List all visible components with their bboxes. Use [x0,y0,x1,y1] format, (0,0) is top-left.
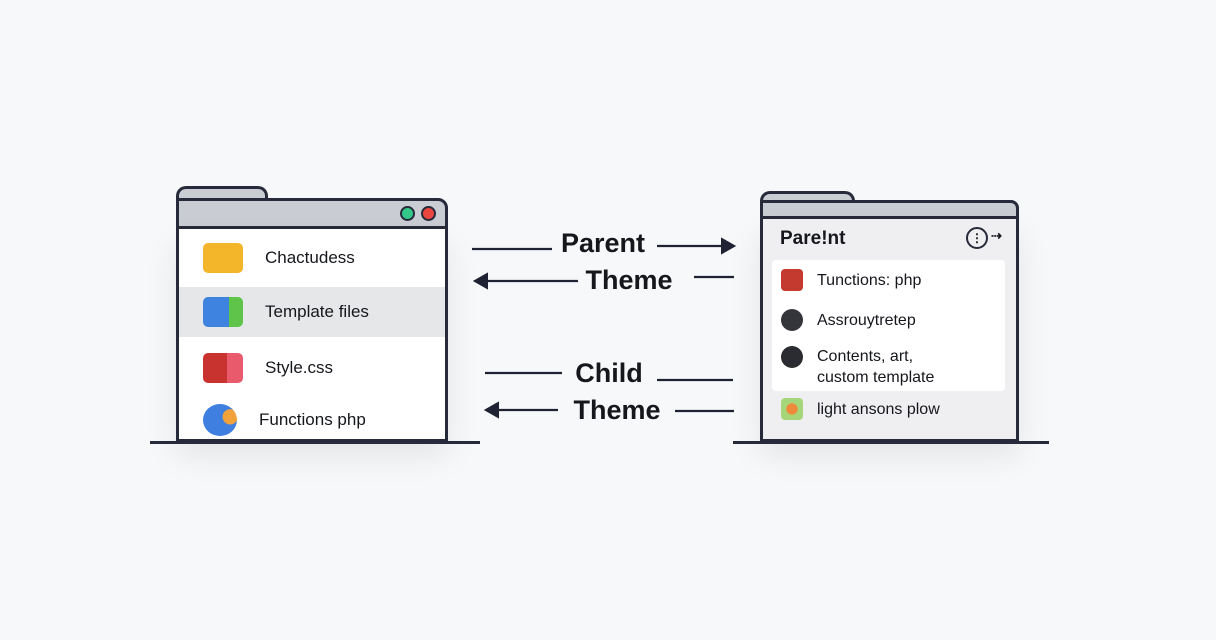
item-label: light ansons plow [817,400,940,418]
more-icon[interactable]: ⇢ [991,228,1002,243]
item-label: Style.css [265,358,334,377]
list-item[interactable]: Style.css [179,351,445,385]
parent-label: Parent [560,228,646,258]
item-label: Contents, art, custom template [817,348,935,386]
stylesheet-icon [203,353,243,383]
light-icon [781,398,803,420]
right-ground-line [733,441,1049,444]
item-label: Functions php [259,410,366,429]
functions-icon [203,404,237,436]
theme-label: Theme [573,395,661,425]
folder-icon [203,243,243,273]
item-label: Tunctions: php [817,271,922,289]
right-window: Pare!nt ⋮ ⇢ Tunctions: php Assrouytretep… [760,219,1019,442]
functions-icon [781,269,803,291]
blob-icon [781,346,803,368]
list-item[interactable]: Contents, art, custom template [773,346,953,388]
right-window-titlebar [760,200,1019,219]
list-item[interactable]: Functions php [179,403,445,437]
info-icon[interactable]: ⋮ [966,227,988,249]
list-item[interactable]: Tunctions: php [773,269,921,291]
list-item[interactable]: light ansons plow [773,398,940,420]
list-item[interactable]: Chactudess [179,241,445,275]
window-title: Pare!nt [780,228,846,249]
items-card [772,260,1005,391]
theme-label: Theme [585,265,673,295]
item-label: Template files [265,302,369,321]
child-label: Child [575,358,643,388]
template-icon [203,297,243,327]
left-ground-line [150,441,480,444]
list-item[interactable]: Template files [179,287,445,337]
blob-icon [781,309,803,331]
close-button[interactable] [421,206,436,221]
item-label: Assrouytretep [817,311,916,329]
item-label: Chactudess [265,248,355,267]
maximize-button[interactable] [400,206,415,221]
list-item[interactable]: Assrouytretep [773,309,916,331]
left-window: Chactudess Template files Style.css Func… [176,229,448,442]
